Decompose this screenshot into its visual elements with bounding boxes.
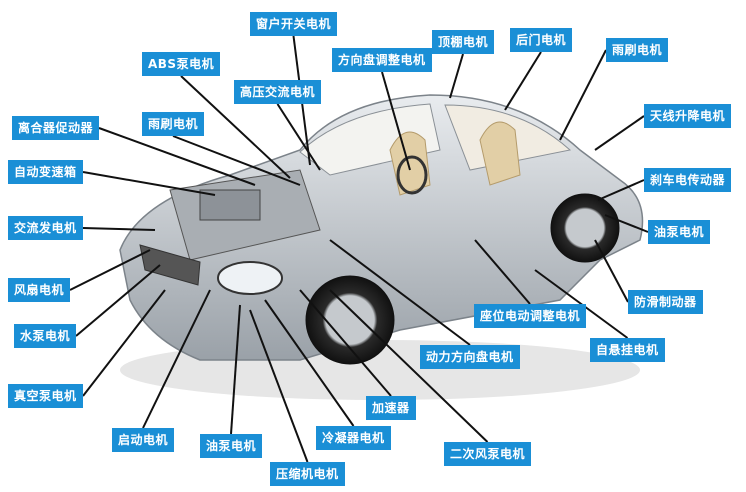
leader-line-compressor-motor	[249, 309, 309, 463]
leader-line-anti-skid-brake	[594, 239, 629, 303]
label-auto-transmission: 自动变速箱	[8, 160, 83, 184]
seat	[389, 131, 431, 196]
leader-line-antenna-lift-motor	[594, 115, 645, 151]
label-seat-adjust-motor: 座位电动调整电机	[474, 304, 587, 328]
leader-line-oil-pump-motor-right	[604, 214, 649, 233]
leader-line-seat-adjust-motor	[474, 239, 531, 305]
leader-line-clutch-actuator	[98, 127, 256, 186]
label-secondary-air-pump-motor: 二次风泵电机	[444, 442, 532, 466]
leader-line-secondary-air-pump-motor	[329, 289, 489, 443]
leader-line-accelerator	[299, 289, 392, 397]
label-water-pump-motor: 水泵电机	[14, 324, 77, 348]
front-wheel	[305, 275, 395, 365]
headlight	[217, 261, 283, 295]
label-antenna-lift-motor: 天线升降电机	[644, 104, 732, 128]
leader-line-fan-motor	[69, 249, 151, 291]
seat	[479, 121, 521, 186]
leader-line-wiper-motor-right	[559, 49, 607, 141]
grille	[139, 244, 201, 286]
label-high-voltage-ac-motor: 高压交流电机	[234, 80, 322, 104]
leader-line-condenser-motor	[264, 299, 355, 427]
label-fan-motor: 风扇电机	[8, 278, 71, 302]
label-brake-actuator: 刹车电传动器	[644, 168, 732, 192]
label-wiper-motor-right: 雨刷电机	[606, 38, 669, 62]
label-wiper-motor-left: 雨刷电机	[142, 112, 205, 136]
leader-line-high-voltage-ac-motor	[276, 103, 321, 171]
rear-wheel	[550, 193, 620, 263]
leader-line-auto-transmission	[82, 171, 216, 196]
leader-line-ac-generator	[82, 227, 156, 231]
steering-wheel	[396, 155, 428, 195]
leader-line-power-steering-motor	[329, 239, 471, 346]
label-ac-generator: 交流发电机	[8, 216, 83, 240]
leader-line-starter-motor	[142, 289, 211, 429]
label-compressor-motor: 压缩机电机	[270, 462, 345, 486]
label-power-steering-motor: 动力方向盘电机	[420, 345, 520, 369]
leader-line-abs-pump-motor	[180, 75, 291, 179]
label-starter-motor: 启动电机	[112, 428, 175, 452]
leader-line-roof-motor	[449, 53, 464, 99]
label-rear-door-motor: 后门电机	[510, 28, 573, 52]
label-vacuum-pump-motor: 真空泵电机	[8, 384, 83, 408]
label-roof-motor: 顶棚电机	[432, 30, 495, 54]
leader-line-oil-pump-motor-bottom	[230, 304, 241, 435]
leader-line-wiper-motor-left	[172, 135, 301, 186]
label-window-motor: 窗户开关电机	[250, 12, 338, 36]
leader-line-brake-actuator	[597, 179, 645, 201]
label-abs-pump-motor: ABS泵电机	[142, 52, 221, 76]
label-steering-adjust-motor: 方向盘调整电机	[332, 48, 432, 72]
leader-line-vacuum-pump-motor	[82, 289, 166, 397]
label-oil-pump-motor-right: 油泵电机	[648, 220, 711, 244]
label-clutch-actuator: 离合器促动器	[12, 116, 100, 140]
label-condenser-motor: 冷凝器电机	[316, 426, 391, 450]
label-self-suspension-motor: 自悬挂电机	[590, 338, 665, 362]
leader-line-rear-door-motor	[504, 51, 542, 111]
label-oil-pump-motor-bottom: 油泵电机	[200, 434, 263, 458]
label-accelerator: 加速器	[366, 396, 416, 420]
leader-line-steering-adjust-motor	[381, 71, 411, 171]
leader-line-water-pump-motor	[75, 264, 161, 337]
label-anti-skid-brake: 防滑制动器	[628, 290, 703, 314]
